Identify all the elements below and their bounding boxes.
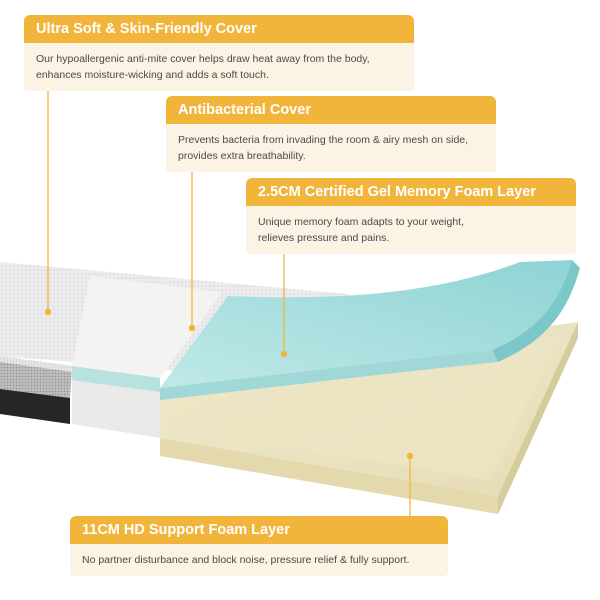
leader-lines [47,80,411,516]
leader-dot-cover [44,308,52,316]
callout-gel-memory-foam: 2.5CM Certified Gel Memory Foam Layer Un… [246,178,576,254]
inner-cover-cut [72,276,222,438]
callout-title: 11CM HD Support Foam Layer [70,516,448,544]
leader-dot-gel [280,350,288,358]
leader-dot-antibacterial [188,324,196,332]
callout-text-line: provides extra breathability. [178,150,306,162]
callout-title: Ultra Soft & Skin-Friendly Cover [24,15,414,43]
callout-title: Antibacterial Cover [166,96,496,124]
callout-title: 2.5CM Certified Gel Memory Foam Layer [246,178,576,206]
gel-foam-layer [160,260,580,400]
callout-description: Our hypoallergenic anti-mite cover helps… [24,43,414,91]
callout-support-foam: 11CM HD Support Foam Layer No partner di… [70,516,448,576]
leader-dots [44,308,414,460]
callout-cover: Ultra Soft & Skin-Friendly Cover Our hyp… [24,15,414,91]
callout-text-line: No partner disturbance and block noise, … [82,554,410,566]
leader-dot-support [406,452,414,460]
callout-description: Prevents bacteria from invading the room… [166,124,496,172]
callout-description: No partner disturbance and block noise, … [70,544,448,576]
callout-text-line: Prevents bacteria from invading the room… [178,134,469,146]
callout-text-line: enhances moisture-wicking and adds a sof… [36,69,269,81]
support-foam-layer [160,322,578,514]
callout-text-line: Our hypoallergenic anti-mite cover helps… [36,53,370,65]
callout-text-line: Unique memory foam adapts to your weight… [258,216,465,228]
callout-description: Unique memory foam adapts to your weight… [246,206,576,254]
callout-antibacterial: Antibacterial Cover Prevents bacteria fr… [166,96,496,172]
callout-text-line: relieves pressure and pains. [258,232,390,244]
